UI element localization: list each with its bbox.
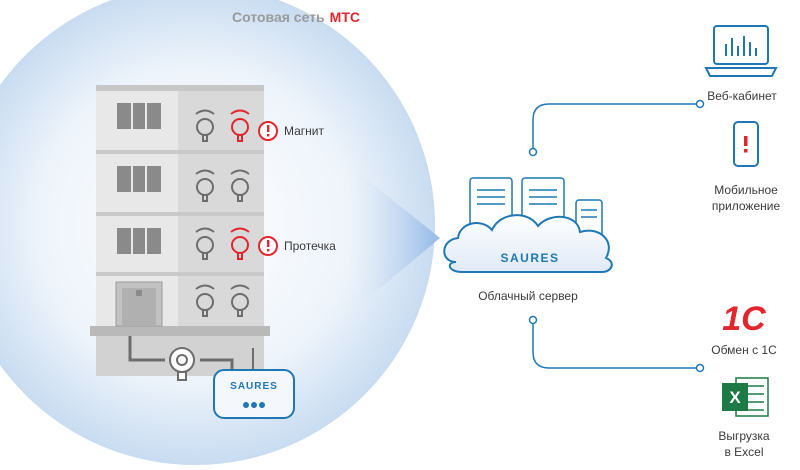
web-cabinet-label: Веб-кабинет <box>707 89 777 103</box>
building <box>90 85 270 376</box>
mobile-app-label-line2: приложение <box>712 199 781 213</box>
meter-icon <box>230 284 250 317</box>
meter-icon <box>195 227 215 260</box>
smartphone-icon <box>733 121 759 167</box>
web-cabinet: Веб-кабинет <box>704 25 778 103</box>
excel-label-line2: в Excel <box>724 445 763 459</box>
mobile-app-label-line1: Мобильное <box>714 183 778 197</box>
saures-controller: SAURES <box>213 369 295 419</box>
controller-logo: SAURES <box>230 381 278 392</box>
main-meter-icon <box>169 347 195 381</box>
onec-logo: 1C <box>722 300 766 338</box>
meter-icon <box>195 169 215 202</box>
excel-export: X Выгрузка в Excel <box>718 377 770 459</box>
cloud-label: Облачный сервер <box>478 289 578 303</box>
onec-exchange: 1C Обмен с 1С <box>711 300 777 357</box>
cloud-icon <box>443 214 613 273</box>
connector-lines <box>528 99 705 373</box>
svg-text:X: X <box>729 388 741 407</box>
leak-alert: Протечка <box>258 236 336 256</box>
meter-icon <box>230 169 250 202</box>
led-icon <box>251 402 257 408</box>
meter-icon <box>195 109 215 142</box>
mobile-app: Мобильное приложение <box>712 121 781 213</box>
meter-alert-icon <box>230 109 250 142</box>
magnet-alert: Магнит <box>258 121 325 141</box>
led-icon <box>259 402 265 408</box>
onec-label: Обмен с 1С <box>711 343 777 357</box>
signal-beam <box>330 150 440 330</box>
pipes <box>128 336 254 372</box>
led-icon <box>243 402 249 408</box>
server-logo: SAURES <box>500 251 559 265</box>
meter-alert-icon <box>230 227 250 260</box>
leak-alert-label: Протечка <box>284 239 336 253</box>
alert-meters <box>230 109 250 260</box>
magnet-alert-label: Магнит <box>284 124 325 138</box>
excel-icon: X <box>722 377 769 417</box>
laptop-icon <box>704 25 778 77</box>
cloud-server: SAURES Облачный сервер <box>443 177 613 303</box>
excel-label-line1: Выгрузка <box>718 429 770 443</box>
meter-icon <box>195 284 215 317</box>
water-meters <box>195 109 250 317</box>
